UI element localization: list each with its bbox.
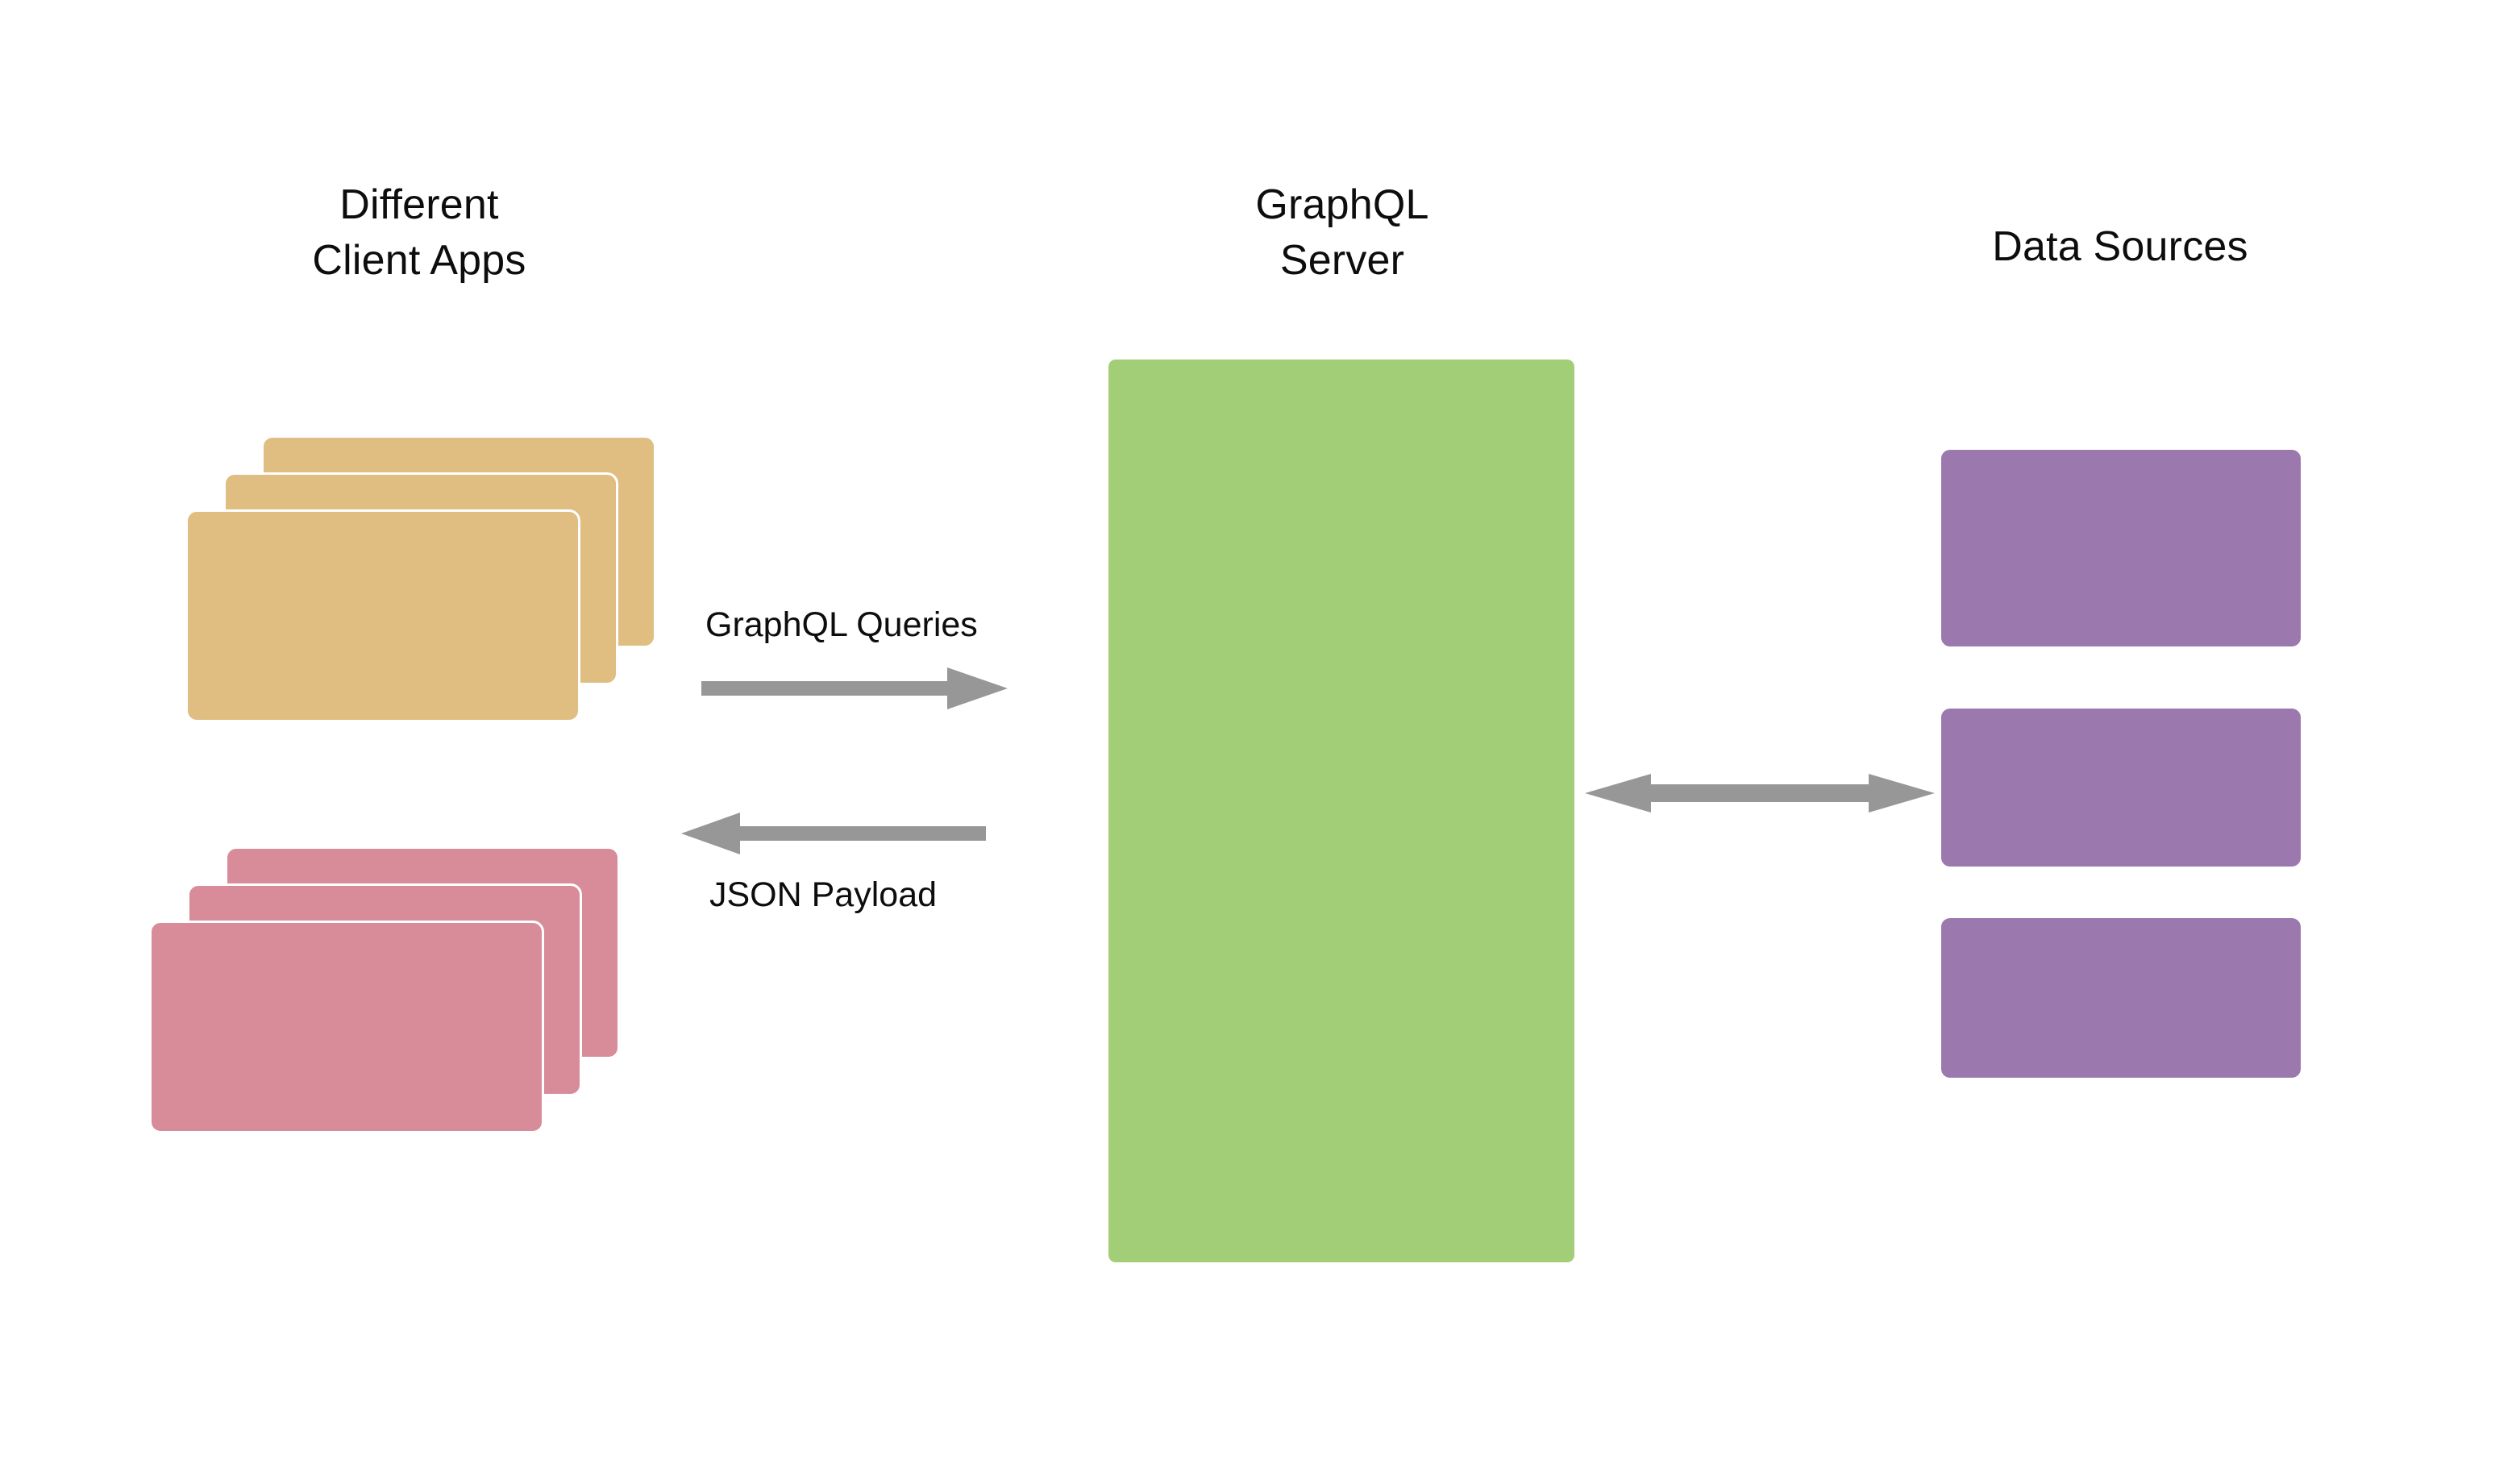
heading-different-client-apps: Different Client Apps (312, 181, 526, 284)
data-source-box (1941, 709, 2301, 867)
graphql-server-box (1108, 360, 1574, 1262)
data-source-box (1941, 918, 2301, 1078)
arrow-right-graphql-queries (701, 667, 1008, 709)
arrow-label-json-payload: JSON Payload (709, 875, 938, 914)
arrow-bidirectional-server-data-sources (1585, 774, 1935, 813)
client-app-card (149, 921, 544, 1133)
client-app-stack-payload (149, 846, 625, 1137)
heading-graphql-server: GraphQL Server (1255, 181, 1429, 284)
heading-data-sources: Data Sources (1992, 223, 2248, 270)
client-app-card (185, 509, 580, 722)
data-source-box (1941, 450, 2301, 646)
client-app-stack-queries (185, 435, 661, 725)
arrow-label-graphql-queries: GraphQL Queries (705, 605, 978, 644)
arrow-left-json-payload (681, 813, 986, 854)
